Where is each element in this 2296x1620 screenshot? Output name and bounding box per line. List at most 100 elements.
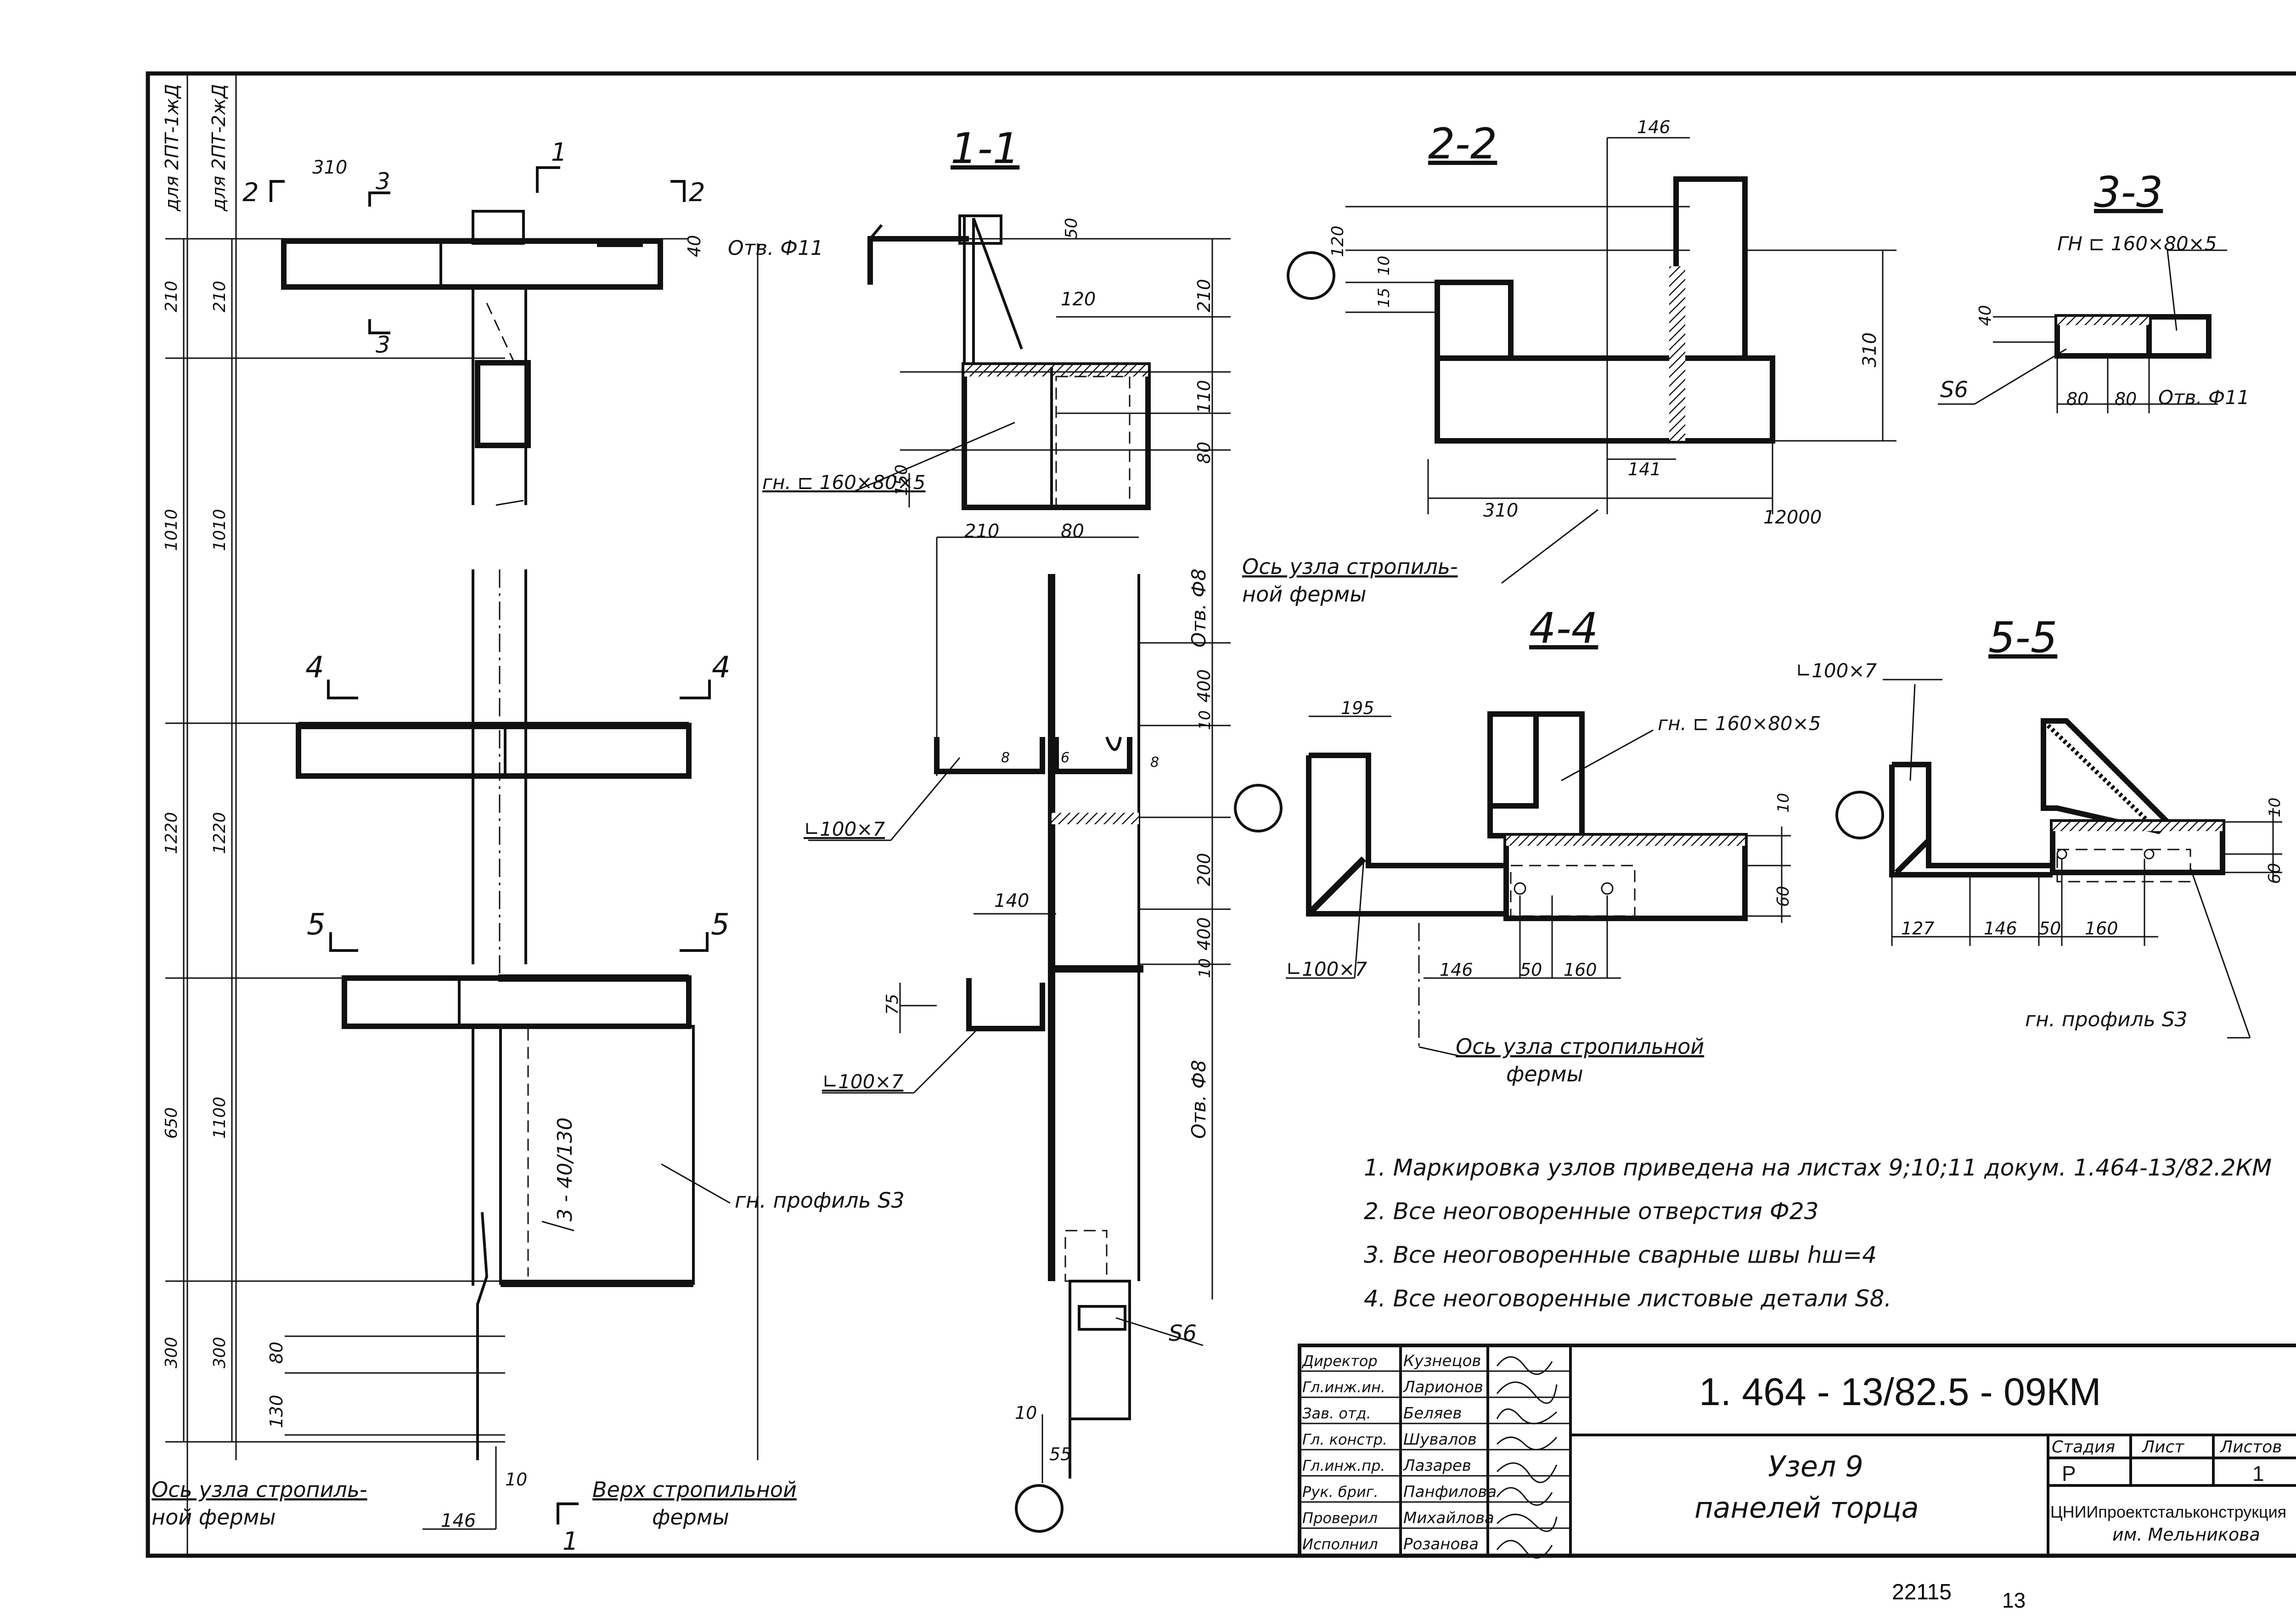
s44-channel-label: гн. ⊏ 160×80×5: [1658, 712, 1821, 735]
stage-value: Р: [2062, 1462, 2076, 1485]
s22-dim-310: 310: [1483, 500, 1518, 521]
staff-role-2: Гл.инж.ин.: [1302, 1378, 1385, 1396]
section-5-5-title: 5-5: [1988, 613, 2057, 662]
drawing-frame: [146, 71, 2296, 1558]
axis-label-main-2: ной фермы: [152, 1505, 276, 1530]
col2-header: для 2ПТ-2жД: [208, 84, 230, 212]
s55-angle-label: ∟100×7: [1795, 659, 1877, 682]
dim-40: 40: [684, 235, 704, 257]
main-cut-5-left: 5: [307, 908, 326, 942]
col1-dim-5: 300: [162, 1337, 181, 1368]
s11-dim-110: 110: [1194, 380, 1214, 413]
s11-dim-75: 75: [883, 994, 902, 1015]
dim-146-main: 146: [441, 1510, 476, 1531]
col1-dim-1: 210: [162, 281, 181, 312]
staff-role-6: Рук. бриг.: [1302, 1483, 1379, 1501]
col1-dim-3: 1220: [162, 812, 181, 854]
main-cut-3-bottom: 3: [376, 332, 390, 358]
s11-dim-150: 150: [892, 464, 911, 496]
staff-role-3: Зав. отд.: [1302, 1405, 1371, 1422]
col2-dim-5: 300: [210, 1337, 229, 1368]
staff-role-1: Директор: [1301, 1352, 1378, 1370]
s11-weld-6: 6: [1061, 750, 1069, 766]
sheets-header: Листов: [2219, 1438, 2282, 1457]
section-1-1-drawing: [867, 214, 1231, 1533]
s33-dim-80b: 80: [2115, 389, 2137, 409]
s33-dim-80a: 80: [2066, 389, 2088, 409]
s11-dim-10a: 10: [1196, 710, 1214, 730]
s44-dim-146: 146: [1440, 960, 1473, 980]
main-cut-1-bottom: 1: [563, 1527, 578, 1556]
col1-header: для 2ПТ-1жД: [162, 84, 183, 212]
main-view: [270, 166, 731, 1530]
staff-name-7: Михайлова: [1403, 1509, 1494, 1527]
dim-10-main: 10: [505, 1469, 527, 1490]
s44-dim-10: 10: [1774, 793, 1793, 813]
dim-310: 310: [312, 157, 347, 178]
stage-header: Стадия: [2052, 1438, 2115, 1457]
title-block: [1298, 1344, 2296, 1559]
main-cut-3-top: 3: [376, 168, 390, 195]
profile-s3-main: гн. профиль S3: [735, 1188, 905, 1213]
document-code: 1. 464 - 13/82.5 - 09КМ: [1699, 1370, 2101, 1413]
s11-angle-1: ∟100×7: [804, 818, 885, 840]
section-3-3-drawing: [1938, 249, 2227, 413]
s55-dim-50: 50: [2039, 918, 2061, 939]
drawing-title-2: панелей торца: [1694, 1491, 1919, 1524]
s11-dim-10b: 10: [1196, 958, 1214, 978]
s55-profile-label: гн. профиль S3: [2025, 1008, 2188, 1031]
col2-dim-1: 210: [210, 281, 229, 312]
s11-dim-120: 120: [1061, 289, 1096, 310]
staff-name-8: Розанова: [1403, 1535, 1479, 1553]
main-cut-2-right: 2: [689, 178, 705, 208]
dim-130: 130: [266, 1395, 287, 1428]
main-cut-1: 1: [551, 138, 567, 167]
drawing-title-1: Узел 9: [1768, 1450, 1863, 1483]
s11-hole-1: Отв. Ф8: [1187, 568, 1210, 647]
note-3: 3. Все неоговоренные сварные швы hш=4: [1364, 1242, 1877, 1268]
section-3-3-title: 3-3: [2094, 168, 2163, 217]
s11-dim-400a: 400: [1194, 669, 1214, 703]
section-2-2-title: 2-2: [1428, 119, 1497, 169]
s11-dim-140: 140: [994, 890, 1029, 911]
s55-dim-160: 160: [2085, 918, 2118, 939]
col2-dim-2: 1010: [210, 509, 229, 551]
side-dimension-columns: [165, 73, 759, 1556]
org-line-1: ЦНИИпроектстальконструкция: [2050, 1502, 2286, 1521]
sheet-number: 13: [2002, 1588, 2026, 1612]
s11-weld-8b: 8: [1150, 754, 1159, 771]
col1-dim-2: 1010: [162, 509, 181, 551]
s11-dim-80b: 80: [1061, 521, 1084, 542]
s22-dim-146: 146: [1637, 117, 1671, 137]
s44-angle-label: ∟100×7: [1286, 958, 1367, 980]
staff-name-5: Лазарев: [1402, 1457, 1471, 1475]
s11-hole-2: Отв. Ф8: [1187, 1060, 1210, 1139]
s44-dim-160: 160: [1564, 960, 1597, 980]
dim-80: 80: [266, 1342, 287, 1364]
s22-dim-15: 15: [1375, 288, 1393, 308]
s11-dim-10c: 10: [1015, 1403, 1037, 1423]
axis-label-main-1: Ось узла стропиль-: [152, 1477, 367, 1502]
org-line-2: им. Мельникова: [2112, 1524, 2260, 1545]
staff-name-6: Панфилова: [1403, 1483, 1497, 1501]
staff-role-7: Проверил: [1302, 1509, 1378, 1527]
section-4-4-title: 4-4: [1529, 604, 1598, 653]
staff-role-5: Гл.инж.пр.: [1302, 1457, 1385, 1474]
section-1-1-title: 1-1: [951, 124, 1019, 173]
s11-dim-50: 50: [1062, 218, 1081, 239]
s22-axis-label-1: Ось узла стропиль-: [1242, 554, 1458, 579]
s11-weld-8a: 8: [1001, 750, 1010, 766]
bolt-pattern: 3 - 40/130: [553, 1117, 577, 1221]
staff-name-4: Шувалов: [1403, 1430, 1477, 1449]
s22-dim-310-vert: 310: [1859, 332, 1880, 367]
top-truss-label-1: Верх стропильной: [592, 1477, 797, 1502]
section-2-2-drawing: [1287, 137, 1896, 584]
s11-dim-400b: 400: [1194, 917, 1214, 951]
s44-dim-50: 50: [1520, 960, 1542, 980]
s11-dim-210b: 210: [964, 521, 999, 542]
main-cut-4-left: 4: [305, 651, 324, 685]
s55-dim-60: 60: [2265, 863, 2284, 884]
s22-dim-120: 120: [1328, 225, 1347, 257]
s55-dim-10: 10: [2266, 798, 2284, 817]
